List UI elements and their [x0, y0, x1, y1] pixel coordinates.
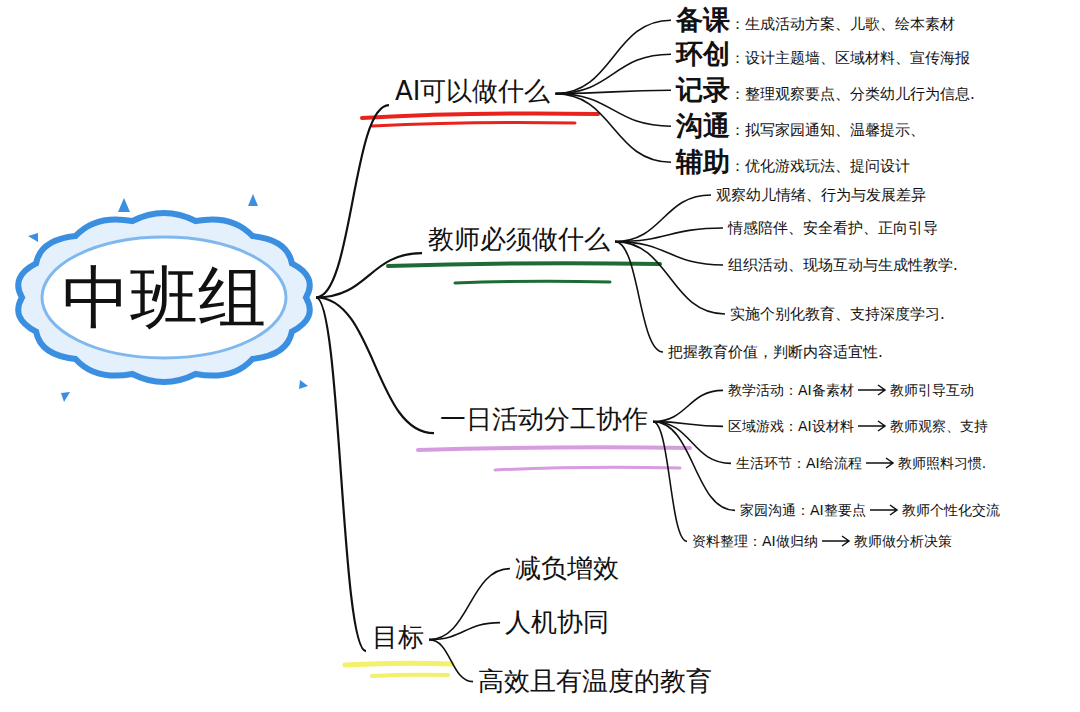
inline-arrow — [865, 457, 895, 469]
branch-line — [615, 242, 725, 314]
branch-item: 辅助：优化游戏玩法、提问设计 — [676, 146, 910, 178]
node-text: 教师做分析决策 — [854, 533, 952, 550]
pink-underline — [418, 447, 690, 450]
branch-topic: 减负增效 — [515, 553, 619, 584]
node-text: ：生成活动方案、儿歌、绘本素材 — [730, 15, 955, 33]
branch-line — [555, 54, 671, 93]
branch-line — [653, 422, 735, 511]
node-text: 资料整理：AI做归纳 — [692, 533, 818, 550]
item-heading: 记录 — [676, 74, 730, 106]
branch-topic: 实施个别化教育、支持深度学习. — [730, 305, 945, 323]
node-text: 教学活动：AI备素材 — [728, 382, 854, 399]
inline-arrow — [821, 535, 851, 547]
item-heading: 备课 — [676, 4, 730, 36]
node-text: AI可以做什么 — [395, 76, 550, 106]
branch-line — [555, 94, 671, 127]
node-text: 目标 — [372, 622, 424, 652]
branch-item: 区域游戏：AI设材料 教师观察、支持 — [728, 418, 988, 435]
branch-line — [316, 298, 366, 652]
inline-arrow — [869, 504, 899, 516]
branch-item: 资料整理：AI做归纳 教师做分析决策 — [692, 533, 952, 550]
node-text: 家园沟通：AI整要点 — [740, 502, 866, 519]
branch-line — [429, 623, 500, 640]
branch-item: 教学活动：AI备素材 教师引导互动 — [728, 382, 974, 399]
branch-line — [429, 640, 473, 682]
inline-arrow — [857, 384, 887, 396]
node-text: ：优化游戏玩法、提问设计 — [730, 157, 910, 175]
branch-line — [429, 569, 510, 640]
yellow-underline — [372, 675, 448, 676]
sparkle — [61, 392, 70, 402]
branch-topic: 组织活动、现场互动与生成性教学. — [728, 256, 958, 274]
branch-topic: 高效且有温度的教育 — [478, 666, 712, 697]
item-heading: 沟通 — [676, 110, 730, 142]
node-text: ：拟写家园通知、温馨提示、 — [730, 121, 925, 139]
branch-line — [555, 20, 671, 93]
branch-item: 沟通：拟写家园通知、温馨提示、 — [676, 110, 925, 142]
branch-item: 生活环节：AI给流程 教师照料习惯. — [736, 455, 986, 472]
node-text: 把握教育价值，判断内容适宜性. — [668, 343, 883, 361]
branch-line — [316, 298, 434, 434]
red-underline — [372, 122, 575, 126]
branch-line — [316, 253, 422, 297]
green-underline — [388, 263, 660, 266]
node-text: 实施个别化教育、支持深度学习. — [730, 305, 945, 323]
node-text: 高效且有温度的教育 — [478, 666, 712, 696]
branch-topic: 观察幼儿情绪、行为与发展差异 — [716, 186, 926, 204]
green-underline — [455, 281, 610, 283]
pink-underline — [495, 467, 680, 470]
branch-topic: 人机协同 — [505, 607, 609, 638]
item-heading: 辅助 — [676, 146, 730, 178]
node-text: 教师照料习惯. — [898, 455, 986, 472]
node-text: 区域游戏：AI设材料 — [728, 418, 854, 435]
node-text: 一日活动分工协作 — [440, 404, 648, 434]
branch-line — [615, 242, 663, 352]
branch-line — [615, 228, 723, 242]
branch-line — [555, 94, 671, 163]
branch-line — [653, 390, 723, 421]
branch-line — [555, 90, 671, 93]
node-text: 观察幼儿情绪、行为与发展差异 — [716, 186, 926, 204]
node-text: ：整理观察要点、分类幼儿行为信息. — [730, 85, 975, 103]
node-text: 中班组 — [62, 257, 266, 339]
sparkle — [118, 198, 130, 212]
node-text: 减负增效 — [515, 553, 619, 583]
node-text: 组织活动、现场互动与生成性教学. — [728, 256, 958, 274]
branch-item: 家园沟通：AI整要点 教师个性化交流 — [740, 502, 1000, 519]
branch-topic: AI可以做什么 — [395, 76, 550, 107]
branch-topic: 教师必须做什么 — [428, 224, 610, 255]
branch-item: 环创：设计主题墙、区域材料、宣传海报 — [676, 38, 970, 70]
yellow-underline — [345, 663, 452, 665]
branch-topic: 情感陪伴、安全看护、正向引导 — [728, 219, 938, 237]
sparkle — [28, 233, 38, 242]
sparkle — [248, 194, 258, 206]
branch-topic: 一日活动分工协作 — [440, 404, 648, 435]
central-cloud: 中班组 — [8, 205, 320, 390]
node-text: 教师观察、支持 — [890, 418, 988, 435]
branch-item: 记录：整理观察要点、分类幼儿行为信息. — [676, 74, 975, 106]
item-heading: 环创 — [676, 38, 730, 70]
node-text: 教师必须做什么 — [428, 224, 610, 254]
node-text: 情感陪伴、安全看护、正向引导 — [728, 219, 938, 237]
branch-topic: 把握教育价值，判断内容适宜性. — [668, 343, 883, 361]
node-text: 人机协同 — [505, 607, 609, 637]
red-underline — [362, 114, 598, 119]
node-text: 教师个性化交流 — [902, 502, 1000, 519]
branch-item: 备课：生成活动方案、儿歌、绘本素材 — [676, 4, 955, 36]
sparkle — [299, 380, 308, 389]
inline-arrow — [857, 420, 887, 432]
branch-line — [653, 422, 687, 542]
branch-line — [653, 422, 731, 464]
branch-line — [615, 195, 711, 242]
branch-topic: 目标 — [372, 622, 424, 653]
branch-line — [615, 242, 723, 265]
node-text: 生活环节：AI给流程 — [736, 455, 862, 472]
node-text: 教师引导互动 — [890, 382, 974, 399]
node-text: ：设计主题墙、区域材料、宣传海报 — [730, 49, 970, 67]
